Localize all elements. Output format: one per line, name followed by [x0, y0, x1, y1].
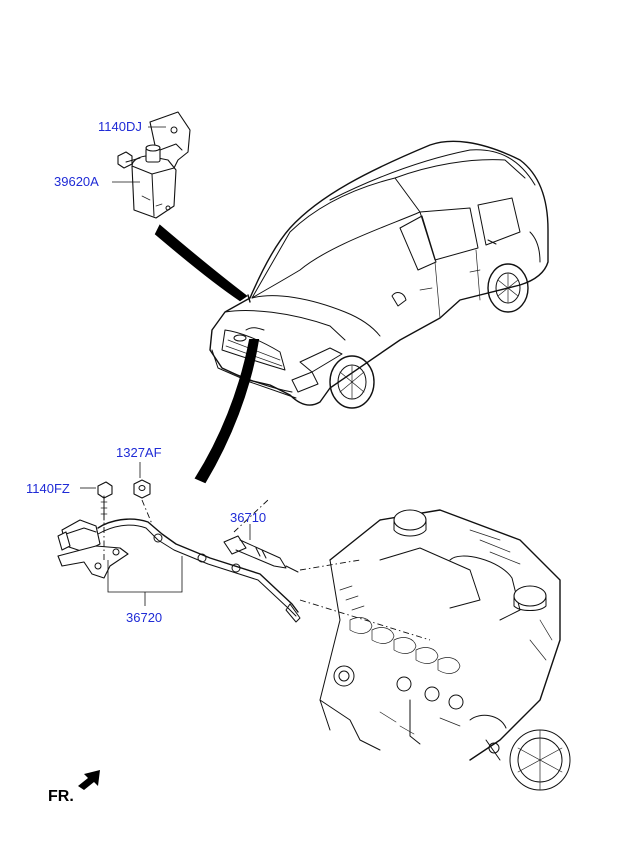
- label-39620a: 39620A: [54, 174, 99, 189]
- label-1140dj: 1140DJ: [98, 119, 142, 134]
- glow-plug: [223, 499, 299, 573]
- front-arrow-icon: [78, 770, 100, 790]
- front-direction-indicator: FR.: [48, 770, 100, 805]
- label-36720: 36720: [126, 610, 162, 625]
- glow-control-unit: [117, 111, 191, 219]
- vehicle-illustration: [209, 140, 549, 409]
- label-1327af: 1327AF: [116, 445, 162, 460]
- pointer-arrow-engine: [194, 339, 260, 484]
- bolt-1140dj: [117, 151, 141, 169]
- front-label: FR.: [48, 788, 74, 805]
- pointer-arrow-unit: [154, 224, 248, 302]
- engine-block: [319, 509, 571, 791]
- label-36710: 36710: [230, 510, 266, 525]
- bolt-1140fz: [97, 481, 113, 521]
- nut-1327af: [133, 479, 151, 499]
- label-1140fz: 1140FZ: [26, 481, 70, 496]
- harness-assembly: [57, 518, 301, 623]
